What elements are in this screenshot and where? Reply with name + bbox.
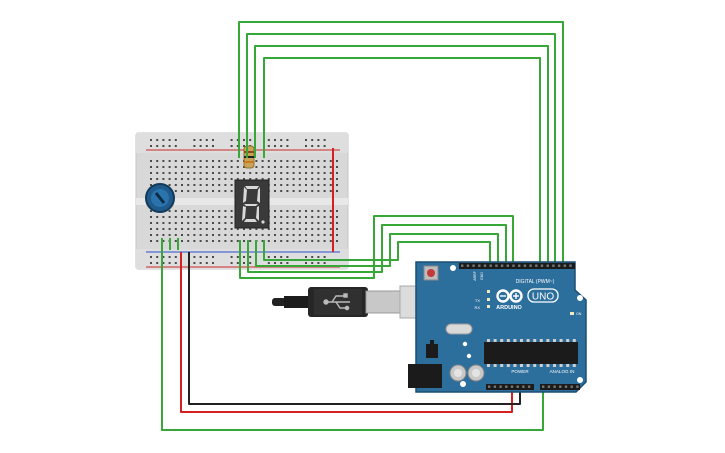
mounting-hole [450,265,456,271]
led-on [570,312,574,315]
power-jack[interactable] [408,364,442,388]
led-tx [487,298,490,301]
top-power-rail [136,133,348,153]
tx-label: TX [475,298,480,303]
reset-button[interactable] [423,265,439,281]
gnd-label: GND [480,272,484,280]
potentiometer-icon [154,192,166,204]
digital-header [459,263,575,269]
reset-button-icon [427,269,435,277]
mounting-hole [460,381,466,387]
seven-segment-display[interactable]: 8. [234,179,270,235]
wires [161,21,564,431]
on-label: ON [576,312,582,316]
model-label: UNO [532,292,554,303]
mounting-hole [466,353,472,359]
arduino-logo: ARDUINO UNO [496,288,559,311]
voltage-regulator [426,344,438,358]
usb-cable[interactable] [272,285,439,319]
mounting-hole [577,377,583,383]
analog-label: ANALOG IN [549,369,574,374]
display-digit: 8. [252,233,254,235]
bottom-pins [488,385,579,388]
rx-label: RX [474,305,480,310]
resistor[interactable] [243,145,255,169]
brand-label: ARDUINO [496,305,522,311]
mounting-hole [462,341,468,347]
led-l [487,290,490,293]
arduino-uno-board[interactable]: DIGITAL (PWM~) AREF GND TX RX ON A [408,261,587,393]
crystal-oscillator [445,323,473,335]
potentiometer[interactable] [145,183,175,213]
usb-plug-icon [323,293,350,311]
power-label: POWER [511,369,529,374]
digital-label: DIGITAL (PWM~) [516,279,555,285]
led-rx [487,305,490,308]
mounting-hole [577,295,583,301]
breadboard-holes [150,139,338,264]
segments [242,186,265,224]
aref-label: AREF [473,270,477,280]
digital-pins [461,264,572,267]
atmega-chip [484,339,578,367]
power-header [486,384,534,390]
